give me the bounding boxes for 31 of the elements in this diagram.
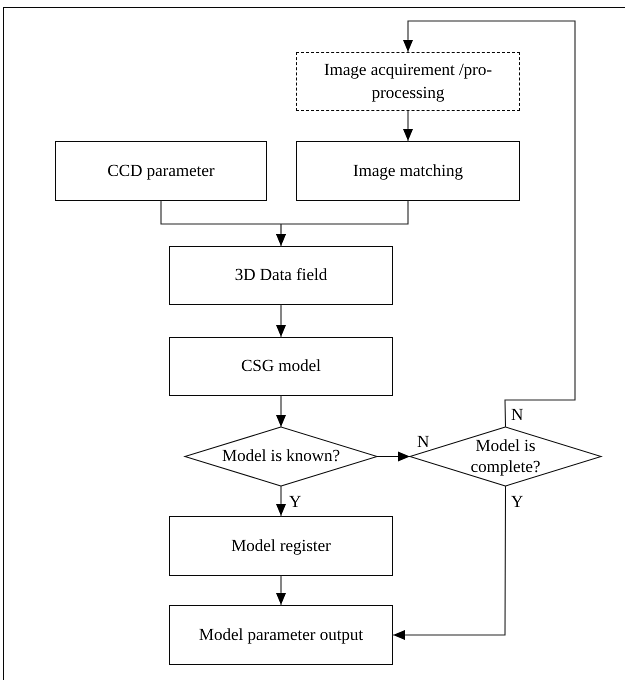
process-box [296, 141, 520, 201]
arrow [403, 20, 576, 428]
arrow [276, 486, 286, 516]
decision-label: Model is complete? [470, 436, 542, 477]
box-label: 3D Data field [234, 264, 328, 286]
box-label: Model parameter output [198, 624, 364, 646]
process-box [169, 246, 393, 305]
process-box [296, 52, 520, 111]
edge-label: Y [510, 493, 524, 510]
process-box [55, 141, 267, 201]
edge-label: N [416, 433, 430, 450]
decision-label: Model is known? [220, 446, 342, 467]
box-label: CCD parameter [107, 160, 215, 182]
arrow [393, 486, 506, 640]
arrow [276, 201, 409, 246]
box-label: Image acquirement /pro-processing [323, 59, 493, 104]
arrow [377, 452, 410, 462]
arrow [276, 305, 286, 337]
box-label: Model register [231, 534, 331, 557]
process-box [169, 337, 393, 396]
box-label: Image matching [353, 160, 463, 182]
edge-label: N [510, 406, 524, 423]
process-box [169, 516, 393, 576]
arrow [276, 396, 286, 427]
box-label: CSG model [241, 355, 321, 378]
process-box [169, 605, 393, 665]
arrow [403, 111, 413, 141]
decision-diamond [410, 427, 601, 486]
edge-label: Y [288, 493, 302, 510]
decision-diamond [185, 427, 377, 486]
arrow [276, 576, 286, 605]
